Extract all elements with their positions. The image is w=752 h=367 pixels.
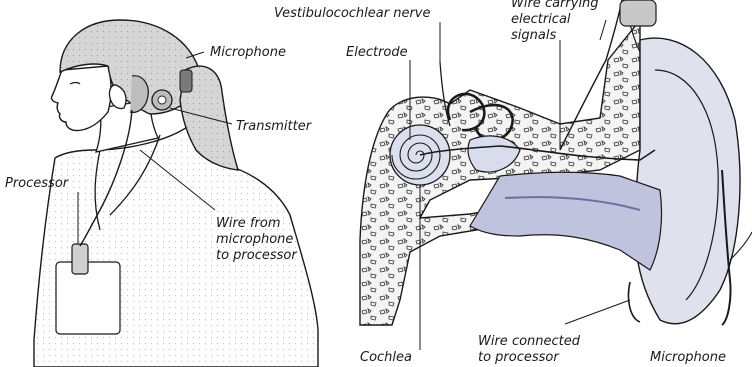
label-wire-from-line2: microphone <box>216 232 293 247</box>
label-processor: Processor <box>5 176 68 191</box>
label-transmitter: Transmitter <box>236 119 311 134</box>
label-vestibulocochlear-nerve: Vestibulocochlear nerve <box>274 6 430 21</box>
label-electrode: Electrode <box>346 45 408 60</box>
label-wire-connected-line2: to processor <box>478 350 559 365</box>
label-wire-carrying-line2: electrical <box>511 12 571 27</box>
label-wire-carrying-line1: Wire carrying <box>511 0 599 11</box>
label-microphone-person: Microphone <box>210 45 286 60</box>
label-cochlea: Cochlea <box>360 350 412 365</box>
ear-canal <box>470 172 662 270</box>
label-wire-carrying-line3: signals <box>511 28 556 43</box>
processor-device <box>72 244 88 274</box>
label-wire-connected-line1: Wire connected <box>478 334 580 349</box>
person-figure <box>34 20 318 367</box>
label-microphone-ear: Microphone <box>650 350 726 365</box>
outer-ear <box>635 38 740 324</box>
ear-cross-section <box>360 0 752 350</box>
label-wire-from-line3: to processor <box>216 248 297 263</box>
label-wire-from-line1: Wire from <box>216 216 280 231</box>
